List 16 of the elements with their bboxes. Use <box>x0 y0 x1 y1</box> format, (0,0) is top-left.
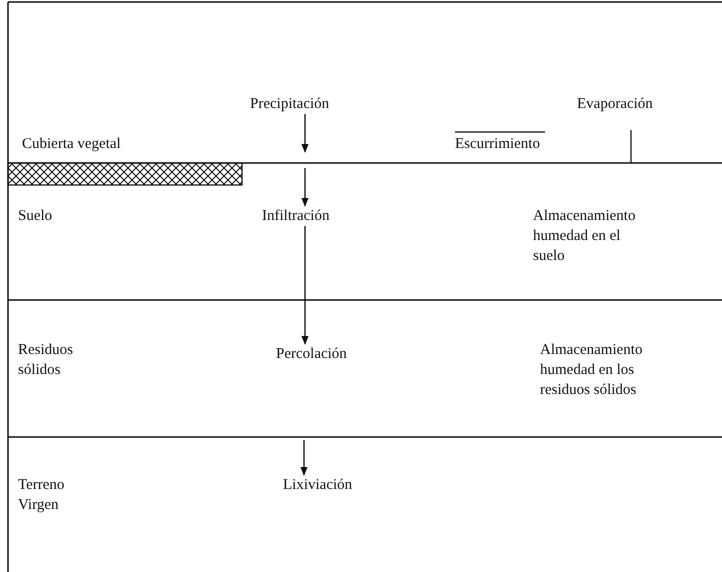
arrow <box>300 440 308 476</box>
process-label: Percolación <box>276 345 347 364</box>
flow-label: Evaporación <box>577 95 653 114</box>
layer-label: Cubierta vegetal <box>22 135 121 154</box>
flow-label: Escurrimiento <box>455 135 540 154</box>
layer-label: Suelo <box>18 207 52 226</box>
arrow <box>301 168 309 207</box>
storage-label: Almacenamiento humedad en los residuos sólidos <box>540 341 644 400</box>
process-label: Infiltración <box>262 207 330 226</box>
layer-label: Residuos sólidos <box>18 341 74 380</box>
arrow <box>301 114 309 153</box>
arrow <box>301 226 309 345</box>
process-label: Precipitación <box>250 95 330 114</box>
process-label: Lixiviación <box>283 476 352 495</box>
layer-label: Terreno Virgen <box>18 476 66 515</box>
storage-label: Almacenamiento humedad en el suelo <box>533 207 636 266</box>
